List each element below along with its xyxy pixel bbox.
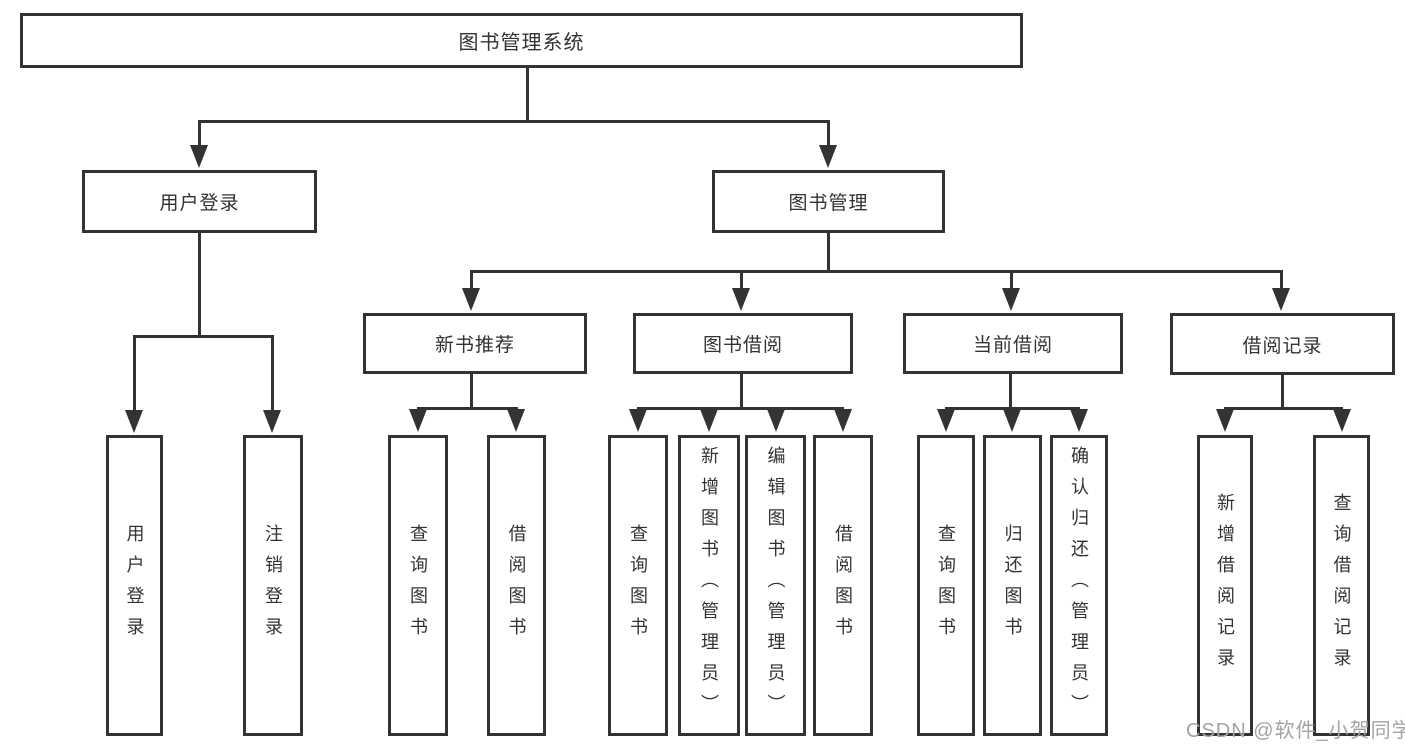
edge-line-vertical [1010, 270, 1013, 290]
arrow-down-icon [1272, 288, 1290, 311]
arrow-down-icon [700, 409, 718, 432]
arrow-down-icon [263, 410, 281, 433]
edge-line-vertical [740, 270, 743, 290]
node-label: 新书推荐 [434, 335, 515, 356]
leaf-confirm-return-admin: 确认归还（管理员） [1050, 435, 1108, 736]
leaf-user-login: 用户登录 [106, 435, 163, 736]
arrow-down-icon [1070, 409, 1088, 432]
leaf-logout: 注销登录 [243, 435, 303, 736]
leaf-query-books-current: 查询图书 [917, 435, 975, 736]
node-label: 当前借阅 [972, 335, 1053, 356]
node-book-borrowing: 图书借阅 [633, 313, 853, 374]
edge-line-vertical [1009, 374, 1012, 410]
node-label: 用户登录 [159, 193, 240, 214]
node-label: 查询图书 [628, 523, 648, 648]
edge-line-vertical [1280, 270, 1283, 290]
leaf-borrow-books-recommend: 借阅图书 [487, 435, 546, 736]
edge-line-horizontal [417, 407, 518, 410]
arrow-down-icon [1002, 288, 1020, 311]
edge-line-vertical [526, 68, 529, 122]
edge-line-vertical [827, 120, 830, 148]
edge-line-vertical [470, 374, 473, 410]
arrow-down-icon [190, 145, 208, 168]
arrow-down-icon [834, 409, 852, 432]
arrow-down-icon [462, 288, 480, 311]
arrow-down-icon [507, 409, 525, 432]
node-user-login-module: 用户登录 [82, 170, 317, 233]
edge-line-horizontal [133, 335, 274, 338]
node-label: 借阅图书 [833, 523, 853, 648]
node-label: 注销登录 [263, 523, 283, 648]
leaf-return-books: 归还图书 [983, 435, 1042, 736]
arrow-down-icon [125, 410, 143, 433]
edge-line-vertical [470, 270, 473, 290]
node-label: 图书借阅 [702, 335, 783, 356]
edge-line-vertical [827, 233, 830, 272]
leaf-query-books-borrow: 查询图书 [608, 435, 668, 736]
edge-line-vertical [198, 233, 201, 337]
node-current-borrowing: 当前借阅 [903, 313, 1123, 374]
leaf-add-borrow-record: 新增借阅记录 [1197, 435, 1253, 736]
node-label: 编辑图书（管理员） [765, 446, 786, 725]
node-label: 查询图书 [408, 523, 428, 648]
node-label: 查询借阅记录 [1331, 492, 1352, 679]
edge-line-vertical [740, 374, 743, 410]
arrow-down-icon [409, 409, 427, 432]
node-label: 归还图书 [1002, 523, 1023, 648]
node-new-book-recommendation: 新书推荐 [363, 313, 587, 374]
leaf-query-books-recommend: 查询图书 [388, 435, 448, 736]
edge-line-horizontal [1224, 407, 1343, 410]
edge-line-horizontal [637, 407, 844, 410]
arrow-down-icon [819, 145, 837, 168]
node-label: 确认归还（管理员） [1069, 446, 1089, 725]
edge-line-vertical [198, 120, 201, 148]
edge-line-horizontal [945, 407, 1080, 410]
arrow-down-icon [732, 288, 750, 311]
node-label: 新增图书（管理员） [699, 446, 719, 725]
arrow-down-icon [1216, 409, 1234, 432]
node-label: 新增借阅记录 [1215, 492, 1235, 679]
leaf-borrow-books: 借阅图书 [813, 435, 873, 736]
arrow-down-icon [1003, 409, 1021, 432]
node-label: 查询图书 [936, 523, 956, 648]
node-label: 图书管理 [788, 193, 869, 214]
edge-line-vertical [133, 335, 136, 412]
csdn-watermark: CSDN @软件_小贺同学 [1186, 720, 1405, 742]
leaf-add-books-admin: 新增图书（管理员） [678, 435, 740, 736]
edge-line-vertical [1281, 375, 1284, 410]
node-book-management-module: 图书管理 [712, 170, 945, 233]
arrow-down-icon [629, 409, 647, 432]
edge-line-vertical [271, 335, 274, 412]
node-label: 借阅图书 [506, 523, 527, 648]
node-label: 用户登录 [124, 523, 145, 648]
arrow-down-icon [767, 409, 785, 432]
node-label: 借阅记录 [1242, 335, 1323, 357]
edge-line-horizontal [198, 120, 830, 123]
node-borrowing-records: 借阅记录 [1170, 313, 1395, 375]
arrow-down-icon [1333, 409, 1351, 432]
node-label: 图书管理系统 [458, 32, 585, 54]
arrow-down-icon [937, 409, 955, 432]
leaf-edit-books-admin: 编辑图书（管理员） [745, 435, 806, 736]
leaf-query-borrow-record: 查询借阅记录 [1313, 435, 1370, 736]
edge-line-horizontal [470, 270, 1283, 273]
node-book-management-system: 图书管理系统 [20, 13, 1023, 68]
